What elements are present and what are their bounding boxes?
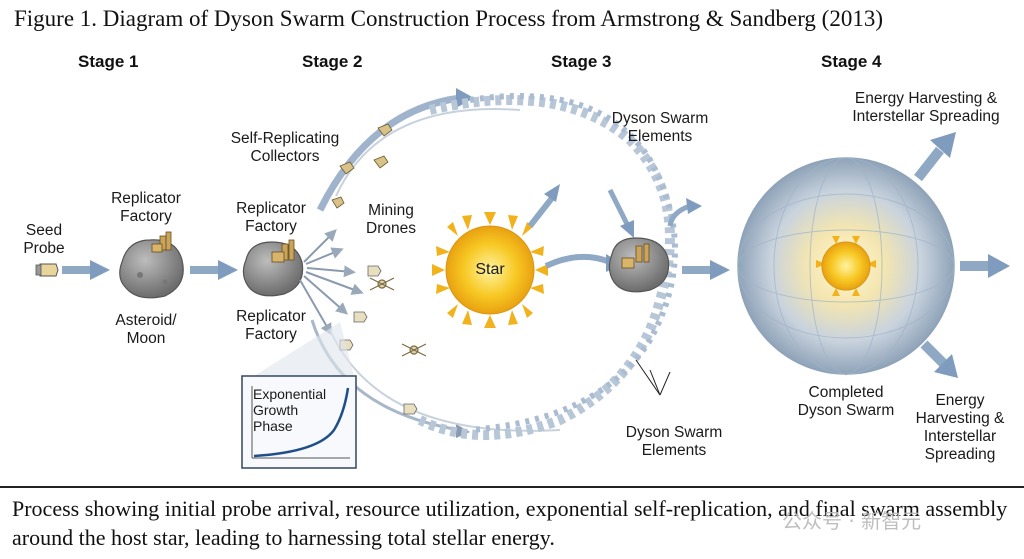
stage-1-label: Stage 1 <box>78 52 139 71</box>
swarm-cluster-icon <box>608 237 670 293</box>
figure-title: Figure 1. Diagram of Dyson Swarm Constru… <box>14 6 884 31</box>
star-icon <box>432 212 548 328</box>
flow-arrow-3 <box>682 260 730 280</box>
completed-dyson-swarm-sphere <box>737 157 955 375</box>
mining-drones-label: Mining Drones <box>366 202 416 237</box>
self-replicating-collectors-label: Self-Replicating Collectors <box>230 130 340 165</box>
dyson-swarm-elements-label-top: Dyson Swarm Elements <box>611 110 709 145</box>
flow-arrow-2 <box>190 260 238 280</box>
replicator-factory-label-1: Replicator Factory <box>111 190 181 225</box>
exponential-growth-inset <box>241 322 357 469</box>
diagram-artwork <box>35 88 1010 469</box>
replicator-factory-icon <box>242 239 304 297</box>
stage-4-label: Stage 4 <box>821 52 882 71</box>
watermark: 公众号 · 新智元 <box>782 509 922 533</box>
figure-caption: Process showing initial probe arrival, r… <box>12 496 1008 550</box>
flow-arrow-1 <box>62 260 110 280</box>
energy-output-arrows <box>914 132 1010 378</box>
star-to-cluster-arrows <box>527 184 702 272</box>
drone-deployment-arrows <box>299 229 364 336</box>
asteroid-icon <box>119 231 184 299</box>
swarm-element-ring <box>417 93 678 440</box>
star-label: Star <box>475 261 505 278</box>
collector-icons <box>331 123 393 209</box>
energy-harvesting-label-top: Energy Harvesting & Interstellar Spreadi… <box>852 90 1000 125</box>
completed-dyson-swarm-label: Completed Dyson Swarm <box>797 384 895 419</box>
energy-harvesting-label-bottom: Energy Harvesting & Interstellar Spreadi… <box>915 392 1005 463</box>
stage-2-label: Stage 2 <box>302 52 363 71</box>
replicator-factory-label-3: Replicator Factory <box>236 308 306 343</box>
caption-divider <box>0 486 1024 488</box>
dyson-swarm-elements-label-bottom: Dyson Swarm Elements <box>625 424 723 459</box>
replicator-factory-label-2: Replicator Factory <box>236 200 306 235</box>
asteroid-moon-label: Asteroid/ Moon <box>115 312 177 347</box>
seed-probe-label: Seed Probe <box>23 222 65 257</box>
exponential-growth-label: Exponential Growth Phase <box>253 386 327 434</box>
seed-probe-icon <box>35 263 59 277</box>
stage-3-label: Stage 3 <box>551 52 612 71</box>
